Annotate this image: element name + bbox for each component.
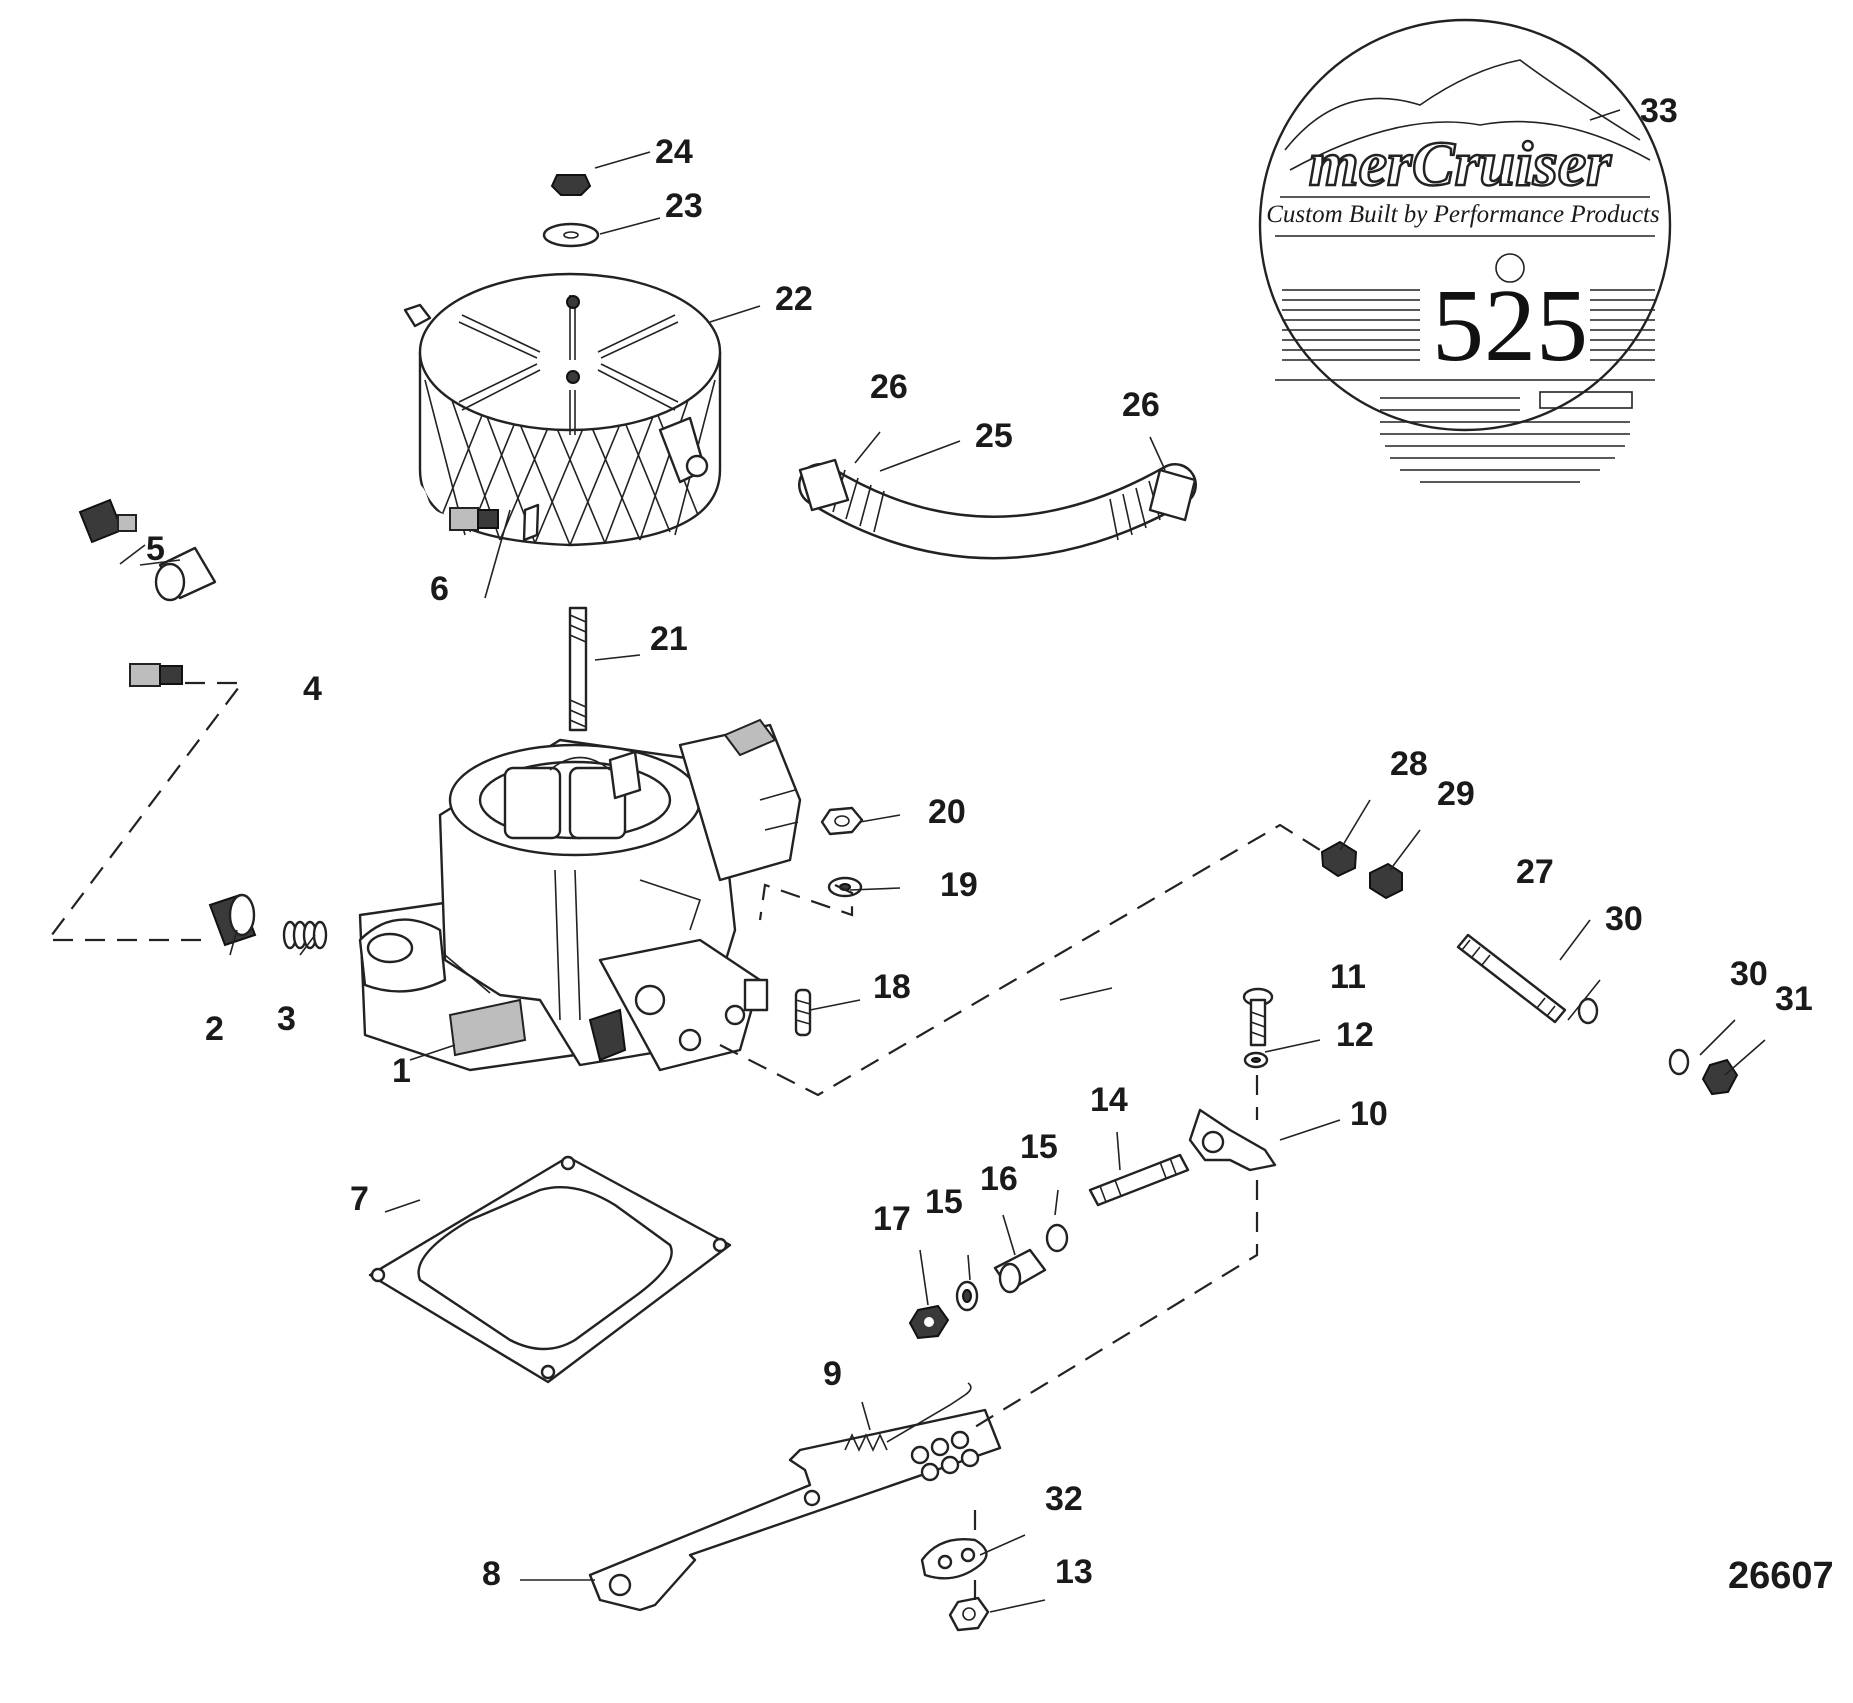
callout-19: 19 (940, 866, 978, 904)
stud-27 (1456, 933, 1567, 1024)
callout-7: 7 (350, 1180, 369, 1218)
callout-23: 23 (665, 187, 703, 225)
mercruiser-525-decal: merCruiser Custom Built by Performance P… (1258, 18, 1672, 483)
washer-23 (542, 222, 600, 248)
callout-25: 25 (975, 417, 1013, 455)
bolt-11 (1242, 987, 1274, 1047)
throttle-bracket (588, 1408, 1002, 1612)
decal-stripes-left (1282, 289, 1420, 361)
callout-15a: 15 (925, 1183, 963, 1221)
callout-6: 6 (430, 570, 449, 608)
decal-brand: merCruiser (1309, 128, 1612, 199)
plate-32 (920, 1538, 988, 1580)
nut-17 (908, 1304, 950, 1340)
callout-16: 16 (980, 1160, 1018, 1198)
washer-15-left (955, 1280, 979, 1312)
callout-8: 8 (482, 1555, 501, 1593)
callout-3: 3 (277, 1000, 296, 1038)
callout-29: 29 (1437, 775, 1475, 813)
bracket-holes (910, 1430, 980, 1482)
callout-32: 32 (1045, 1480, 1083, 1518)
decal-stripes-right (1590, 289, 1655, 361)
callout-22: 22 (775, 280, 813, 318)
callout-labels: 33 24 23 22 26 25 26 5 6 21 4 20 19 18 2… (146, 92, 1813, 1593)
callout-15b: 15 (1020, 1128, 1058, 1166)
decal-fine-print (1380, 391, 1633, 483)
callout-21: 21 (650, 620, 688, 658)
callout-1: 1 (392, 1052, 411, 1090)
callout-13: 13 (1055, 1553, 1093, 1591)
nut-29 (1369, 862, 1403, 900)
callout-31: 31 (1775, 980, 1813, 1018)
sleeve-16 (993, 1248, 1047, 1294)
carburetor-gasket (368, 1155, 732, 1384)
callout-30b: 30 (1730, 955, 1768, 993)
callout-10: 10 (1350, 1095, 1388, 1133)
stud-21 (568, 606, 588, 732)
drawing-number: 26607 (1728, 1555, 1834, 1597)
callout-11: 11 (1330, 958, 1366, 996)
callout-12: 12 (1336, 1016, 1374, 1054)
assembly-guide-lines (45, 681, 1321, 1600)
nut-13 (948, 1596, 990, 1632)
arrestor-mesh (424, 379, 716, 546)
carburetor (358, 718, 802, 1072)
nut-28 (1320, 840, 1358, 878)
callout-30a: 30 (1605, 900, 1643, 938)
callout-26b: 26 (1122, 386, 1160, 424)
callout-2: 2 (205, 1010, 224, 1048)
anchor-bracket-10 (1188, 1108, 1277, 1172)
filter-spring-3 (282, 920, 328, 950)
washer-30-lower (1668, 1048, 1690, 1076)
inlet-fitting-2 (208, 893, 257, 947)
callout-28: 28 (1390, 745, 1428, 783)
threaded-rod-14 (1088, 1153, 1190, 1207)
callout-17: 17 (873, 1200, 911, 1238)
callout-9: 9 (823, 1355, 842, 1393)
nut-24 (550, 174, 592, 196)
callout-14: 14 (1090, 1081, 1128, 1119)
callout-4: 4 (303, 670, 322, 708)
nut-20 (820, 806, 864, 836)
callout-5: 5 (146, 530, 165, 568)
washer-19 (827, 876, 863, 898)
washer-30-upper (1577, 997, 1599, 1025)
vent-hose (798, 458, 1197, 560)
washer-12 (1243, 1051, 1269, 1069)
decal-model-number: 525 (1432, 268, 1588, 383)
callout-leaders (119, 109, 1766, 1613)
nut-31 (1701, 1058, 1739, 1096)
callout-24: 24 (655, 133, 693, 171)
washer-15-right (1045, 1223, 1069, 1253)
flame-arrestor (403, 272, 722, 547)
callout-26a: 26 (870, 368, 908, 406)
pin-18 (794, 988, 812, 1037)
callout-20: 20 (928, 793, 966, 831)
callout-33: 33 (1640, 92, 1678, 130)
callout-18: 18 (873, 968, 911, 1006)
fuel-line-assembly (52, 477, 540, 687)
callout-27: 27 (1516, 853, 1554, 891)
throttle-spring-9 (844, 1382, 972, 1452)
decal-tagline: Custom Built by Performance Products (1266, 201, 1659, 228)
decal-mounting-hole (1495, 253, 1525, 283)
